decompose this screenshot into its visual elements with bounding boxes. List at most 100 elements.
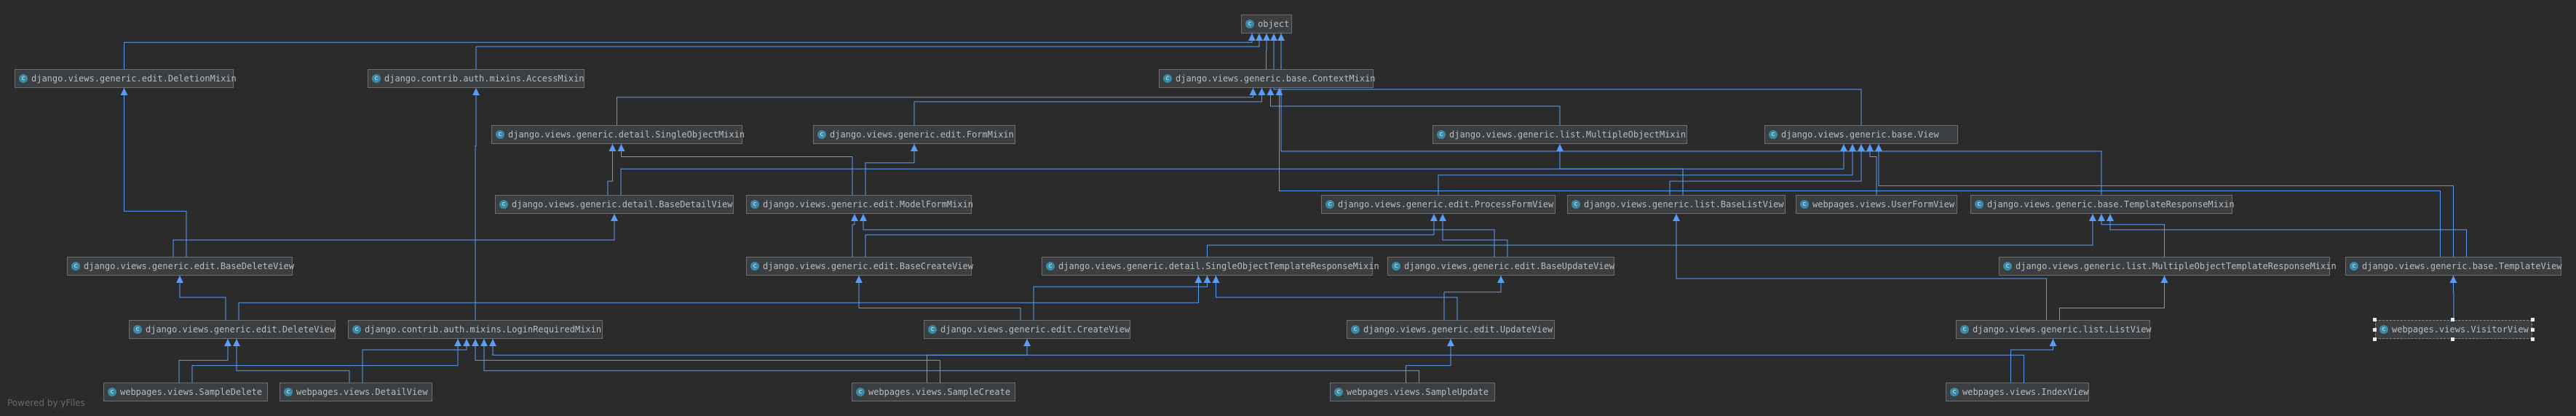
class-node-label: django.views.generic.list.MultipleObject… bbox=[2016, 261, 2337, 271]
edge-base-delete-view-to-base-detail-view bbox=[173, 214, 618, 257]
class-node-label: webpages.views.IndexView bbox=[1962, 387, 2089, 397]
class-node-label: django.views.generic.edit.CreateView bbox=[940, 324, 1130, 335]
class-node-login-required-mixin[interactable]: c django.contrib.auth.mixins.LoginRequire… bbox=[348, 320, 603, 339]
edge-multiple-object-template-response-mixin-to-template-response-mixin bbox=[2098, 214, 2165, 257]
resize-handle-bottom[interactable] bbox=[2451, 337, 2454, 341]
class-icon: c bbox=[19, 74, 28, 83]
class-node-label: webpages.views.SampleCreate bbox=[868, 387, 1011, 397]
class-icon: c bbox=[1351, 325, 1360, 334]
resize-handle-bottom-right[interactable] bbox=[2531, 337, 2535, 341]
class-node-label: django.views.generic.edit.ModelFormMixin bbox=[763, 199, 973, 209]
edge-sample-delete-to-login-required-mixin bbox=[191, 339, 461, 383]
resize-handle-top-right[interactable] bbox=[2531, 318, 2535, 321]
edge-process-form-view-to-view bbox=[1438, 144, 1856, 195]
class-icon: c bbox=[1325, 200, 1334, 209]
class-node-label: django.views.generic.edit.BaseDeleteView bbox=[84, 261, 294, 271]
class-node-single-object-mixin[interactable]: c django.views.generic.detail.SingleObjec… bbox=[491, 125, 745, 144]
edge-model-form-mixin-to-form-mixin bbox=[865, 144, 918, 195]
class-icon: c bbox=[499, 200, 508, 209]
class-icon: c bbox=[2350, 262, 2358, 271]
edge-detail-view-to-delete-view bbox=[233, 339, 350, 383]
class-node-label: django.contrib.auth.mixins.LoginRequired… bbox=[365, 324, 602, 335]
class-node-label: django.views.generic.edit.UpdateView bbox=[1363, 324, 1553, 335]
resize-handle-left[interactable] bbox=[2373, 328, 2377, 332]
edge-form-mixin-to-context-mixin bbox=[914, 88, 1266, 125]
edge-base-list-view-to-view bbox=[1669, 144, 1865, 195]
class-icon: c bbox=[496, 130, 504, 139]
resize-handle-right[interactable] bbox=[2531, 328, 2535, 332]
edge-sample-update-to-login-required-mixin bbox=[480, 339, 1419, 383]
edge-base-detail-view-to-view bbox=[620, 144, 1847, 195]
class-node-label: django.contrib.auth.mixins.AccessMixin bbox=[384, 73, 584, 84]
edge-base-create-view-to-model-form-mixin bbox=[851, 214, 858, 257]
class-node-label: django.views.generic.base.View bbox=[1781, 129, 1939, 140]
class-icon: c bbox=[1334, 388, 1343, 396]
edge-user-form-view-to-view bbox=[1866, 144, 1877, 195]
edge-create-view-to-base-create-view bbox=[855, 276, 1021, 320]
edge-single-object-template-response-mixin-to-template-response-mixin bbox=[1207, 214, 2096, 257]
class-node-label: django.views.generic.edit.FormMixin bbox=[830, 129, 1014, 140]
resize-handle-top[interactable] bbox=[2451, 318, 2454, 321]
class-node-label: django.views.generic.list.ListView bbox=[1973, 324, 2152, 335]
class-node-label: django.views.generic.base.TemplateView bbox=[2362, 261, 2562, 271]
class-node-label: django.views.generic.edit.BaseUpdateView bbox=[1404, 261, 1614, 271]
class-icon: c bbox=[1046, 262, 1055, 271]
class-node-template-view[interactable]: c django.views.generic.base.TemplateView bbox=[2345, 257, 2562, 276]
class-icon: c bbox=[1572, 200, 1580, 209]
edge-template-view-to-view bbox=[1875, 144, 2454, 257]
edge-sample-create-to-create-view bbox=[927, 339, 1031, 383]
class-node-base-list-view[interactable]: c django.views.generic.list.BaseListView bbox=[1567, 195, 1786, 214]
class-icon: c bbox=[1960, 325, 1969, 334]
edge-single-object-mixin-to-context-mixin bbox=[617, 88, 1257, 125]
resize-handle-bottom-left[interactable] bbox=[2373, 337, 2377, 341]
class-node-label: django.views.generic.detail.SingleObject… bbox=[508, 129, 745, 140]
edge-delete-view-to-single-object-template-response-mixin bbox=[238, 276, 1202, 320]
class-node-label: django.views.generic.list.BaseListView bbox=[1584, 199, 1784, 209]
class-icon: c bbox=[352, 325, 361, 334]
edge-base-delete-view-to-deletion-mixin bbox=[120, 88, 187, 257]
class-icon: c bbox=[1437, 130, 1446, 139]
edge-create-view-to-single-object-template-response-mixin bbox=[1033, 276, 1211, 320]
class-node-model-form-mixin[interactable]: c django.views.generic.edit.ModelFormMixi… bbox=[746, 195, 973, 214]
class-icon: c bbox=[108, 388, 116, 396]
class-node-label: django.views.generic.edit.BaseCreateView bbox=[763, 261, 973, 271]
edge-base-detail-view-to-single-object-mixin bbox=[607, 144, 617, 195]
edge-model-form-mixin-to-single-object-mixin bbox=[617, 144, 853, 195]
edge-multiple-object-mixin-to-context-mixin bbox=[1267, 88, 1561, 125]
class-icon: c bbox=[372, 74, 381, 83]
edge-sample-delete-to-delete-view bbox=[178, 339, 231, 383]
class-node-list-view[interactable]: c django.views.generic.list.ListView bbox=[1956, 320, 2152, 339]
edge-template-response-mixin-to-object bbox=[1277, 33, 2102, 195]
class-icon: c bbox=[856, 388, 865, 396]
resize-handle-top-left[interactable] bbox=[2373, 318, 2377, 321]
class-icon: c bbox=[750, 200, 759, 209]
class-node-label: webpages.views.VisitorView bbox=[2392, 324, 2529, 335]
class-node-label: django.views.generic.base.ContextMixin bbox=[1176, 73, 1376, 84]
class-node-label: webpages.views.UserFormView bbox=[1812, 199, 1955, 209]
